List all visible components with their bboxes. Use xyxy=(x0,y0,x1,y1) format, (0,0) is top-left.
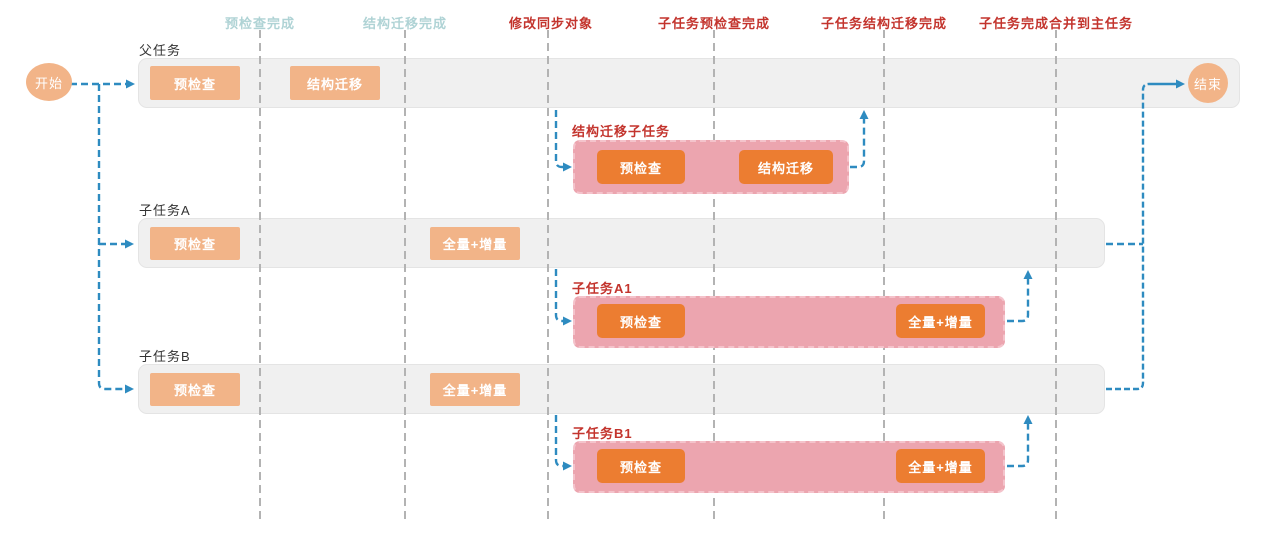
step-subtask-b-full-incr: 全量+增量 xyxy=(430,373,520,406)
group-label-subtask-a1: 子任务A1 xyxy=(572,281,633,296)
group-label-subtask-b1: 子任务B1 xyxy=(572,426,633,441)
step-parent-precheck: 预检查 xyxy=(150,66,240,100)
arrow-b1-to-subtask-b xyxy=(1007,415,1033,468)
group-label-structure-subtask: 结构迁移子任务 xyxy=(572,124,671,139)
milestone-structure-done: 结构迁移完成 xyxy=(362,16,447,31)
lane-label-subtask-a: 子任务A xyxy=(139,203,191,218)
lane-label-parent: 父任务 xyxy=(139,43,182,58)
arrow-parent-to-structure-subtask xyxy=(554,110,572,172)
step-subtask-a-precheck: 预检查 xyxy=(150,227,240,260)
step-subtask-a1-full-incr: 全量+增量 xyxy=(896,304,985,338)
step-structure-subtask-structure: 结构迁移 xyxy=(739,150,833,184)
end-node: 结束 xyxy=(1188,63,1228,103)
milestone-subtask-structure-done: 子任务结构迁移完成 xyxy=(820,16,947,31)
start-node: 开始 xyxy=(26,63,72,101)
milestone-modify-sync-objects: 修改同步对象 xyxy=(508,16,593,31)
milestone-subtask-merged: 子任务完成合并到主任务 xyxy=(978,16,1133,31)
lane-bar-subtask-a xyxy=(138,218,1105,268)
step-structure-subtask-precheck: 预检查 xyxy=(597,150,685,184)
connector-subtask-b-to-end xyxy=(1106,82,1150,391)
lane-bar-subtask-b xyxy=(138,364,1105,414)
lane-label-subtask-b: 子任务B xyxy=(139,349,191,364)
step-parent-structure: 结构迁移 xyxy=(290,66,380,100)
milestone-subtask-precheck-done: 子任务预检查完成 xyxy=(657,16,770,31)
arrow-start-to-subtask-b xyxy=(97,84,134,394)
arrow-structure-subtask-to-parent xyxy=(850,110,869,169)
step-subtask-b1-precheck: 预检查 xyxy=(597,449,685,483)
step-subtask-a-full-incr: 全量+增量 xyxy=(430,227,520,260)
step-subtask-b-precheck: 预检查 xyxy=(150,373,240,406)
milestone-precheck-done: 预检查完成 xyxy=(224,16,295,31)
arrow-a1-to-subtask-a xyxy=(1007,270,1033,323)
arrow-subtask-b-to-b1 xyxy=(554,415,572,471)
step-subtask-b1-full-incr: 全量+增量 xyxy=(896,449,985,483)
arrow-subtask-a-to-a1 xyxy=(554,269,572,326)
step-subtask-a1-precheck: 预检查 xyxy=(597,304,685,338)
